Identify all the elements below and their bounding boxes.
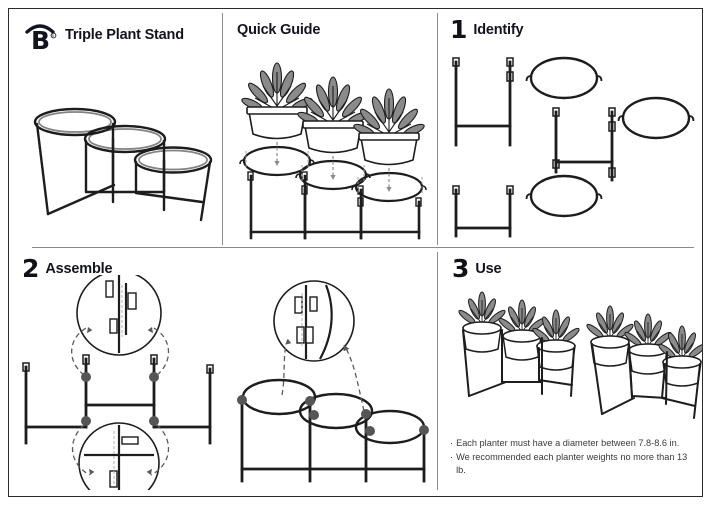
assemble-heading: 2 Assemble xyxy=(22,254,113,283)
note-text: We recommended each planter weights no m… xyxy=(456,451,688,476)
note-bullet: · xyxy=(450,438,454,448)
page-title: Triple Plant Stand xyxy=(65,27,184,43)
note-bullet: · xyxy=(450,451,454,462)
brand-logo-b-house-icon: B R xyxy=(24,19,58,51)
identify-parts-illustration xyxy=(446,50,702,240)
use-illustration xyxy=(444,286,708,434)
divider-vertical-guide-identify xyxy=(437,13,438,245)
use-step-number: 3 xyxy=(452,254,469,283)
svg-text:B: B xyxy=(31,26,50,51)
note-item: · We recommended each planter weights no… xyxy=(450,451,698,478)
quick-guide-illustration xyxy=(237,50,433,240)
use-notes: · Each planter must have a diameter betw… xyxy=(450,437,698,478)
svg-text:R: R xyxy=(52,34,55,38)
identify-heading: 1 Identify xyxy=(450,15,524,44)
quick-guide-title: Quick Guide xyxy=(237,22,321,38)
identify-step-number: 1 xyxy=(450,15,467,44)
note-text: Each planter must have a diameter betwee… xyxy=(456,438,680,448)
assemble-illustration xyxy=(14,270,434,504)
use-title: Use xyxy=(475,260,502,277)
note-item: · Each planter must have a diameter betw… xyxy=(450,437,698,451)
sheet-border xyxy=(8,8,703,497)
quick-guide-heading: Quick Guide xyxy=(237,22,320,38)
divider-vertical-assemble-use xyxy=(437,252,438,490)
use-heading: 3 Use xyxy=(452,254,502,283)
divider-vertical-cover-guide xyxy=(222,13,223,245)
cover-product-photo xyxy=(18,92,214,232)
assemble-title: Assemble xyxy=(45,260,113,277)
cover-heading: B R Triple Plant Stand xyxy=(24,19,184,51)
divider-horizontal-row xyxy=(32,247,694,248)
assemble-step-number: 2 xyxy=(22,254,39,283)
identify-title: Identify xyxy=(473,21,524,38)
